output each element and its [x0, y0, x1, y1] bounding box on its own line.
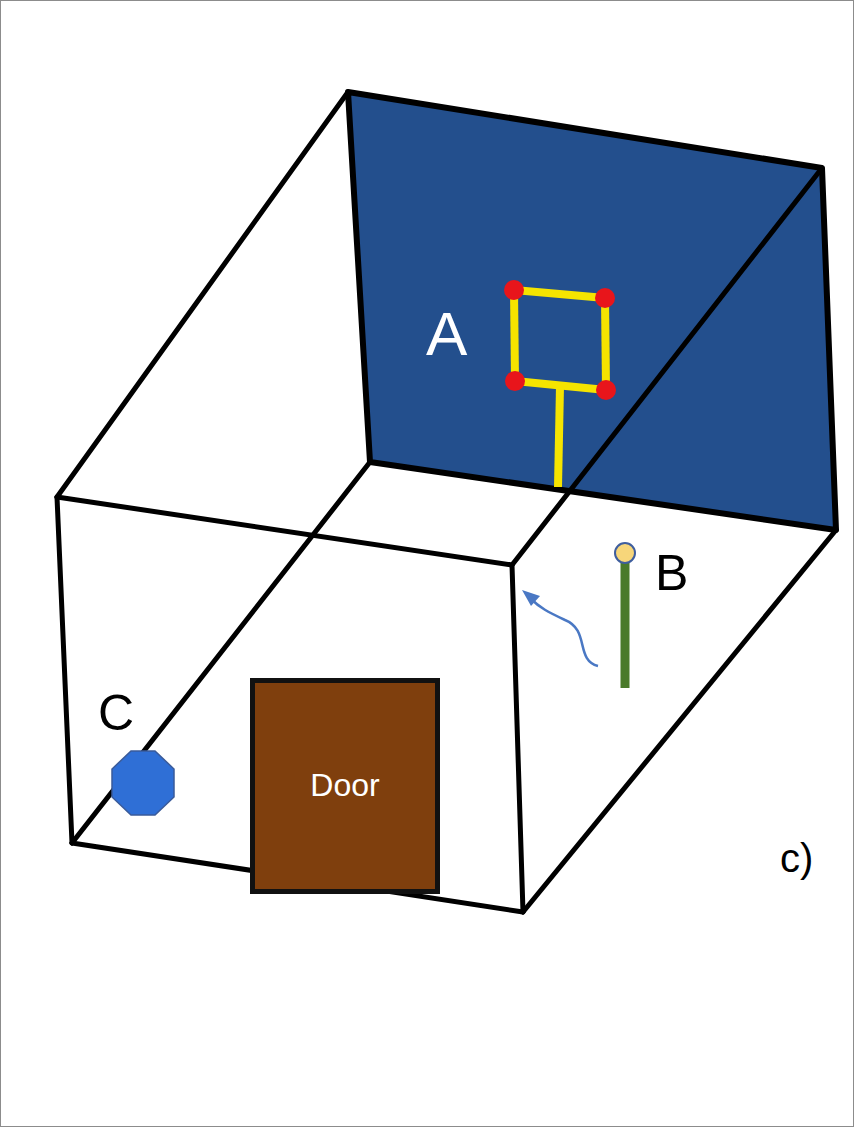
arrow-head	[522, 590, 540, 606]
part-letter: B	[655, 548, 688, 598]
joint-dots	[504, 280, 616, 400]
room-edges	[57, 92, 836, 912]
pole	[621, 560, 630, 688]
part-letter: C	[98, 688, 134, 738]
door-label: Door	[310, 768, 379, 803]
ball	[112, 751, 174, 815]
panel-letter: c)	[780, 838, 813, 878]
part-letter: A	[426, 303, 467, 365]
pole-top	[615, 543, 635, 563]
frame-structure	[514, 290, 606, 487]
motion-arrow	[530, 598, 598, 666]
door-box: Door	[250, 678, 440, 894]
